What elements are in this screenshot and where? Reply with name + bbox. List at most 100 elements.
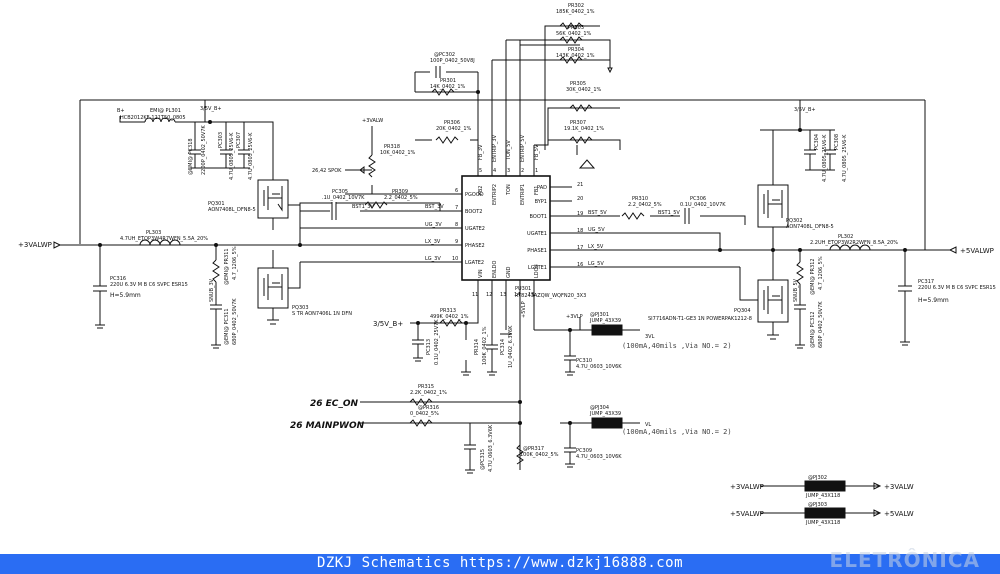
pl303-ref: PL303	[146, 230, 161, 236]
resistor-pr305	[569, 104, 593, 112]
ic-pin-num-20: 20	[577, 196, 583, 202]
net-spok: SPOK	[328, 168, 342, 174]
pc312-val: 680P_0402_50V7K	[818, 301, 824, 348]
pr306-ref: PR306	[444, 120, 460, 126]
pq301-ref: PQ301	[208, 201, 225, 207]
ic-pin-ugate1: UGATE1	[527, 231, 547, 237]
pr310-ref: PR310	[632, 196, 648, 202]
pc311-val: 680P_0402_50V7K	[232, 298, 238, 345]
ic-bot-num-13: 13	[500, 292, 506, 298]
ic-pin-pgood: PGOOD	[465, 192, 484, 198]
pc310-ref: PC310	[576, 358, 592, 364]
ic-bot-num-12: 12	[486, 292, 492, 298]
ic-pin-enldo: ENLDO	[492, 260, 498, 278]
pl301-ref: EMI@ PL301	[150, 108, 181, 114]
ic-pin-ldo3: LDO3	[534, 264, 540, 278]
pc302-ref: @PC302	[434, 52, 455, 58]
net-ton-5v: TON_5V	[506, 140, 512, 161]
ic-pin-num-6: 6	[455, 188, 458, 194]
resistor-pr313	[439, 319, 463, 327]
pr317-val: 100K_0402_5%	[520, 452, 559, 458]
pr314-val: 100K_0402_1%	[482, 326, 488, 365]
net-3vlp: +3VLP	[566, 314, 583, 320]
mosfet-pq301	[257, 179, 289, 219]
pr307-val: 19.1K_0402_1%	[564, 126, 604, 132]
resistor-pr309	[364, 201, 388, 209]
ic-pin-entrip1: ENTRIP1	[520, 184, 526, 205]
net-ug-5v: UG_5V	[588, 227, 605, 233]
note-vl-current: (100mA,40mils ,Via NO.= 2)	[622, 428, 732, 436]
ic-pin-pad: PAD	[537, 185, 547, 191]
pl301-val: HCB2012KF-121T50_0805	[120, 115, 186, 121]
pr317-ref: @PR317	[523, 446, 544, 452]
pr315-ref: PR315	[418, 384, 434, 390]
pc318-val: 2200P_0402_50V7K	[201, 125, 207, 175]
net-3vl: 3VL	[645, 334, 655, 340]
pc308-ref: PC308	[834, 134, 840, 150]
pr312-ref: @EMI@ PR312	[810, 258, 816, 295]
pj303-ref: @PJ303	[808, 502, 827, 508]
pj302-val: JUMP_43X118	[805, 493, 840, 499]
ic-right-pin-labels: PAD BYP1 BOOT1 UGATE1 PHASE1 LGATE1	[527, 185, 547, 271]
net-ug-3v: UG_3V	[425, 222, 442, 228]
ic-pin-ugate2: UGATE2	[465, 226, 485, 232]
ic-pin-phase2: PHASE2	[465, 243, 485, 249]
jump-out-5valw: +5VALW	[884, 510, 914, 518]
pj304-ref: @PJ304	[590, 405, 609, 411]
pc315-ref: @PC315	[480, 449, 486, 470]
ic-bot-num-14: 14	[514, 292, 520, 298]
resistor-pr315	[409, 398, 433, 406]
net-entrip-3v: ENTRIP_3V	[492, 134, 498, 162]
jumper-pj301	[591, 324, 623, 336]
pr304-val: 143K_0402_1%	[556, 53, 595, 59]
resistor-pr316	[409, 419, 433, 427]
ic-pin-num-18: 18	[577, 228, 583, 234]
pc318-ref: @EMI@ PC318	[188, 138, 194, 175]
footer-text: DZKJ Schematics https://www.dzkj16888.co…	[316, 555, 684, 571]
pr305-ref: PR305	[570, 81, 586, 87]
pc306-val: 0.1U_0402_10V7K	[680, 202, 726, 208]
ic-bot-num-11: 11	[472, 292, 478, 298]
ic-pin-vin: VIN	[478, 269, 484, 278]
pc317-val: 220U 6.3V M B C6 SVPC ESR15	[918, 285, 996, 291]
pc302-val: 100P_0402_50V8J	[430, 58, 475, 64]
pj301-val: JUMP_43X39	[589, 318, 621, 324]
pr307-ref: PR307	[570, 120, 586, 126]
pr316-val: 0_0402_5%	[410, 411, 439, 417]
pr313-val: 499K_0402_1%	[430, 314, 469, 320]
ic-pin-lgate2: LGATE2	[465, 260, 484, 266]
ic-top-num-1: 1	[535, 168, 538, 174]
jump-in-5valwp: +5VALWP	[730, 510, 764, 518]
pr301-val: 14K_0402_1%	[430, 84, 466, 90]
pq303-val: S TR AON7406L 1N DFN	[292, 311, 352, 317]
pc305-val: .1U_0402_10V7K	[322, 195, 365, 201]
pr309-ref: PR309	[392, 189, 408, 195]
ic-pin-lgate1: LGATE1	[528, 265, 547, 271]
pr302-val: 185K_0402_1%	[556, 9, 595, 15]
pr303-val: 56K_0402_1%	[556, 31, 592, 37]
ic-pin-fb1: FB1	[534, 186, 540, 196]
ic-pin-num-19: 19	[577, 211, 583, 217]
resistor-pr311	[212, 259, 220, 283]
snub-3v: SNUB_3V	[209, 278, 215, 302]
capacitor-pc302	[435, 66, 441, 78]
pr305-val: 30K_0402_1%	[566, 87, 602, 93]
pr314-ref: PR314	[474, 339, 480, 355]
pr311-val: 4.7_1206_5%	[232, 246, 238, 280]
ic-pin-num-7: 7	[455, 205, 458, 211]
ic-pin-num-8: 8	[455, 222, 458, 228]
net-5vlp: +5VLP	[521, 301, 527, 318]
pj302-ref: @PJ302	[808, 475, 827, 481]
pr303-ref: PR303	[568, 25, 584, 31]
pc316-val: 220U 6.3V M B C6 SVPC ESR15	[110, 282, 188, 288]
pc313-ref: PC313	[426, 339, 432, 355]
ic-pin-boot2: BOOT2	[465, 209, 482, 215]
ic-pin-num-16: 16	[577, 262, 583, 268]
pr310-val: 2.2_0402_5%	[628, 202, 662, 208]
schematic-canvas: PU301 RT8243AZQW_WQFN20_3X3 PGOOD BOOT2 …	[18, 3, 996, 526]
pr301-ref: PR301	[440, 78, 456, 84]
pc315-val: 4.7U_0603_6.3V6K	[488, 424, 494, 472]
net-lg-5v: LG_5V	[588, 261, 604, 267]
pr304-ref: PR304	[568, 47, 584, 53]
